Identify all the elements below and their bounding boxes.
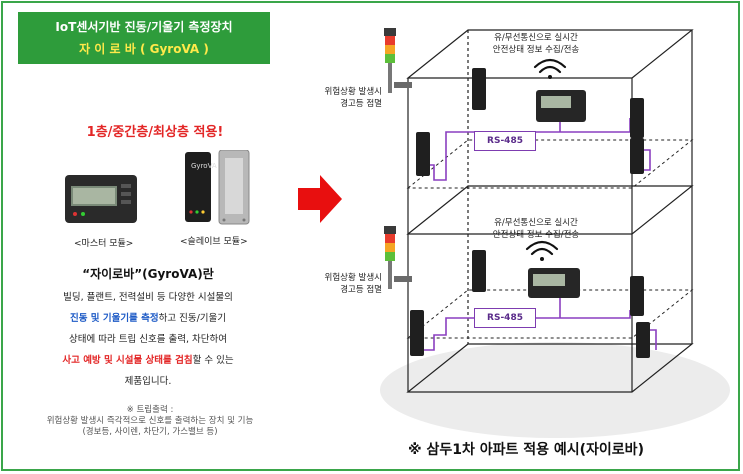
sensors-upper [416, 68, 644, 176]
right-arrow-icon [298, 175, 342, 223]
description-title: “자이로바”(GyroVA)란 [82, 267, 214, 281]
comm-label-lower-line1: 유/무선통신으로 실시간 [494, 218, 578, 228]
note-line3: (경보등, 사이렌, 차단기, 가스밸브 등) [82, 427, 218, 437]
wiring-lower [420, 290, 657, 351]
slave-brand-text: GyroVA [191, 162, 217, 170]
signal-tower-upper [384, 28, 412, 93]
rs485-badge-lower: RS-485 [474, 308, 536, 328]
warning-label-lower-line1: 위험상황 발생시 [324, 273, 382, 283]
comm-label-upper: 유/무선통신으로 실시간 안전상태 정보 수집/전송 [466, 32, 606, 56]
comm-label-upper-line1: 유/무선통신으로 실시간 [494, 33, 578, 43]
ground-shadow [380, 342, 730, 438]
master-module-lower [528, 268, 580, 298]
master-module-image [65, 175, 137, 223]
comm-label-upper-line2: 안전상태 정보 수집/전송 [492, 45, 580, 55]
comm-label-lower: 유/무선통신으로 실시간 안전상태 정보 수집/전송 [466, 217, 606, 241]
title-line1: IoT센서기반 진동/기울기 측정장치 [55, 20, 233, 34]
description-line2-rest: 하고 진동/기울기 [158, 313, 226, 324]
description-line4-rest: 할 수 있는 [192, 355, 234, 366]
description-line4: 사고 예방 및 시설물 상태를 검침할 수 있는 [30, 354, 266, 367]
highlight-measure: 진동 및 기울기를 측정 [70, 313, 159, 324]
device-illustrations: GyroVA [65, 150, 250, 225]
sensors-lower [410, 250, 650, 358]
note-line1: ※ 트립출력 : [126, 405, 174, 415]
application-heading: 1층/중간층/최상층 적용! [86, 125, 224, 140]
description-line5: 제품입니다. [124, 376, 172, 387]
signal-tower-lower [384, 226, 412, 289]
building-diagram [380, 28, 730, 438]
rs485-badge-upper: RS-485 [474, 131, 536, 151]
highlight-prevention: 사고 예방 및 시설물 상태를 검침 [62, 355, 193, 366]
wifi-icon [525, 240, 559, 261]
title-box: IoT센서기반 진동/기울기 측정장치 자 이 로 바 ( GyroVA ) [18, 12, 270, 64]
description-line3: 상태에 따라 트립 신호를 출력, 차단하여 [69, 334, 227, 345]
description-line1: 빌딩, 플랜트, 전력설비 등 다양한 시설물의 [63, 292, 233, 303]
warning-label-upper-line1: 위험상황 발생시 [324, 87, 382, 97]
master-module-caption: <마스터 모듈> [74, 239, 134, 249]
warning-label-lower-line2: 경고등 점멸 [340, 285, 382, 295]
description-line2: 진동 및 기울기를 측정하고 진동/기울기 [30, 312, 266, 325]
slave-module-image [185, 150, 250, 225]
comm-label-lower-line2: 안전상태 정보 수집/전송 [492, 230, 580, 240]
master-module-upper [536, 90, 586, 122]
warning-label-upper-line2: 경고등 점멸 [340, 99, 382, 109]
warning-label-upper: 위험상황 발생시 경고등 점멸 [298, 86, 382, 110]
wifi-icon [533, 58, 567, 79]
title-line2: 자 이 로 바 ( GyroVA ) [79, 42, 209, 56]
slave-module-caption: <슬레이브 모듈> [180, 237, 248, 247]
note-line2: 위험상황 발생시 즉각적으로 신호를 출력하는 장치 및 기능 [46, 416, 254, 426]
bottom-title: ※ 삼두1차 아파트 적용 예시(자이로바) [408, 442, 644, 458]
warning-label-lower: 위험상황 발생시 경고등 점멸 [298, 272, 382, 296]
